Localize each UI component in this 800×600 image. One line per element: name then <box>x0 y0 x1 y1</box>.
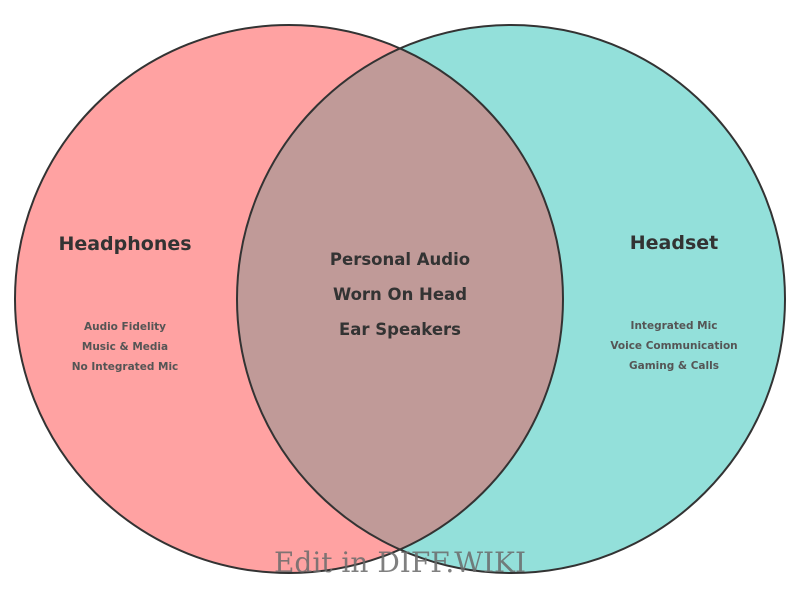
intersection-region <box>237 25 563 573</box>
right-set-title: Headset <box>630 232 719 254</box>
right-set-item: Gaming & Calls <box>629 360 719 372</box>
watermark-link[interactable]: Edit in DIFF.WIKI <box>274 546 526 579</box>
intersection-item: Ear Speakers <box>339 320 461 339</box>
intersection-item: Personal Audio <box>330 250 470 269</box>
left-set-outline <box>14 24 564 574</box>
right-set-item: Integrated Mic <box>631 320 718 332</box>
left-set-item: Music & Media <box>82 341 168 353</box>
left-set-item: No Integrated Mic <box>72 361 179 373</box>
left-set-title: Headphones <box>58 233 191 255</box>
intersection-item: Worn On Head <box>333 285 467 304</box>
right-set-outline <box>236 24 786 574</box>
right-set-item: Voice Communication <box>610 340 737 352</box>
left-set-item: Audio Fidelity <box>84 321 166 333</box>
